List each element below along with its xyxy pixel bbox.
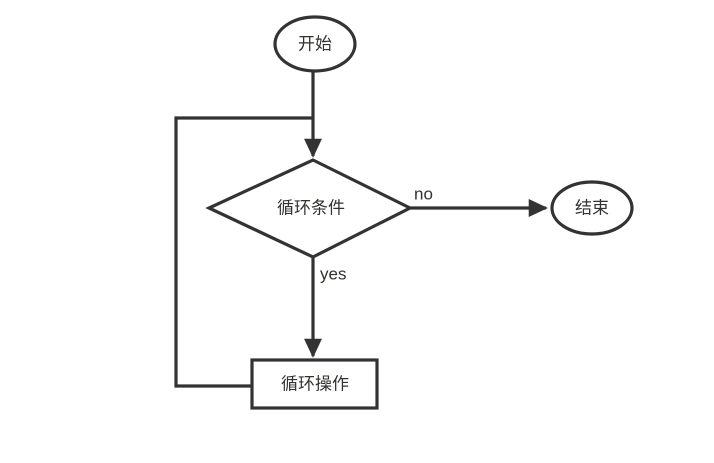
edge-label-no: no (414, 184, 433, 203)
end-label: 结束 (575, 198, 609, 217)
node-condition[interactable]: 循环条件 (205, 158, 414, 259)
edge-operation-to-condition (174, 116, 313, 388)
node-start[interactable]: 开始 (273, 15, 357, 73)
start-ellipse-shape (273, 15, 357, 73)
operation-label: 循环操作 (281, 374, 349, 393)
end-ellipse-shape (550, 180, 634, 236)
condition-label: 循环条件 (277, 198, 345, 217)
edge-label-yes: yes (320, 264, 346, 283)
operation-rect-shape (250, 358, 379, 410)
node-operation[interactable]: 循环操作 (250, 358, 379, 410)
node-end[interactable]: 结束 (550, 180, 634, 236)
start-label: 开始 (298, 34, 332, 53)
condition-diamond-shape (205, 158, 414, 259)
